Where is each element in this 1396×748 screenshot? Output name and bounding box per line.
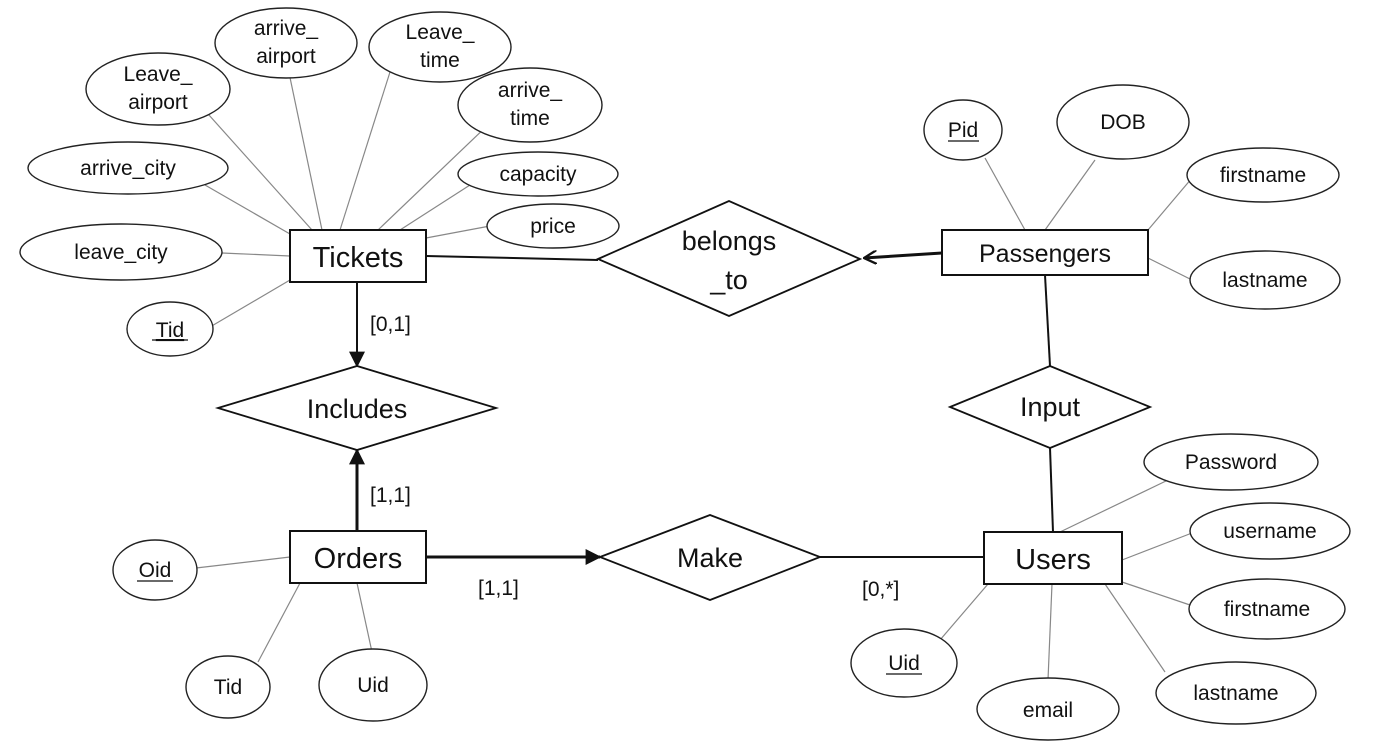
- entity-orders: Orders: [289, 530, 427, 584]
- attribute-arrive-airport-line2: airport: [256, 45, 316, 68]
- attribute-passengers-firstname-label: firstname: [1220, 164, 1306, 187]
- entity-users-label: Users: [1015, 544, 1091, 576]
- attribute-users-username-label: username: [1223, 520, 1316, 543]
- connector-passengers-belongs-to: [864, 253, 943, 258]
- connector-passengers-dob: [1044, 159, 1096, 231]
- attribute-leave-city: leave_city: [19, 223, 223, 281]
- entity-passengers-label: Passengers: [979, 240, 1111, 268]
- attribute-orders-oid: Oid: [112, 539, 198, 601]
- attribute-orders-uid: Uid: [318, 648, 428, 722]
- connector-passengers-lastname: [1147, 257, 1193, 281]
- attribute-leave-time: Leave_ time: [368, 11, 512, 83]
- relationship-input: Input: [947, 365, 1153, 449]
- attribute-orders-tid-label: Tid: [214, 676, 242, 699]
- attribute-users-email: email: [976, 677, 1120, 741]
- connector-tickets-leave-time: [339, 71, 391, 231]
- attribute-passengers-dob: DOB: [1056, 84, 1190, 160]
- cardinality-orders-includes: [1,1]: [370, 484, 411, 507]
- connector-tickets-arrive-time: [377, 122, 491, 231]
- connector-users-firstname: [1121, 581, 1191, 606]
- attribute-price-label: price: [530, 215, 576, 238]
- attribute-users-username: username: [1189, 502, 1351, 560]
- connector-users-uid: [939, 583, 989, 641]
- entity-tickets: Tickets: [289, 229, 427, 283]
- connector-users-username: [1121, 532, 1193, 561]
- connector-passengers-firstname: [1147, 177, 1193, 231]
- connector-input-users: [1049, 447, 1054, 533]
- attribute-tickets-tid: Tid: [126, 301, 214, 357]
- attribute-capacity: capacity: [457, 151, 619, 197]
- attribute-users-uid: Uid: [850, 628, 958, 698]
- relationship-make-label: Make: [677, 543, 743, 573]
- attribute-users-email-label: email: [1023, 699, 1073, 722]
- relationship-belongs-to-line2: _to: [709, 265, 748, 295]
- attribute-arrive-city-label: arrive_city: [80, 157, 176, 180]
- attribute-leave-time-line2: time: [420, 49, 460, 72]
- connector-tickets-tid: [209, 279, 291, 328]
- attribute-arrive-city: arrive_city: [27, 141, 229, 195]
- connector-tickets-arrive-airport: [287, 67, 323, 231]
- relationship-input-label: Input: [1020, 392, 1081, 422]
- attribute-leave-time-line1: Leave_: [406, 21, 475, 44]
- attribute-arrive-airport-line1: arrive_: [254, 17, 319, 40]
- connector-tickets-capacity: [399, 184, 471, 231]
- cardinality-tickets-includes: [0,1]: [370, 313, 411, 336]
- attribute-passengers-pid: Pid: [923, 99, 1003, 161]
- entity-passengers: Passengers: [941, 229, 1149, 276]
- attribute-capacity-label: capacity: [499, 163, 577, 186]
- attribute-orders-tid: Tid: [185, 655, 271, 719]
- relationship-belongs-to-line1: belongs: [682, 226, 777, 256]
- relationship-connectors: [349, 253, 1054, 565]
- connector-passengers-input: [1044, 274, 1051, 367]
- attribute-users-password-label: Password: [1185, 451, 1277, 474]
- attribute-leave-airport: Leave_ airport: [85, 52, 231, 126]
- relationship-includes: Includes: [214, 365, 500, 451]
- attribute-arrive-time: arrive_ time: [457, 67, 603, 143]
- connector-passengers-pid: [984, 157, 1026, 231]
- relationship-belongs-to: belongs _to: [595, 200, 863, 317]
- attribute-users-password: Password: [1143, 433, 1319, 491]
- attribute-users-lastname-label: lastname: [1193, 682, 1278, 705]
- relationship-includes-label: Includes: [307, 394, 408, 424]
- attribute-users-firstname-label: firstname: [1224, 598, 1310, 621]
- connector-users-password: [1059, 479, 1169, 533]
- connector-tickets-leave-city: [221, 252, 291, 257]
- cardinality-users-make: [0,*]: [862, 578, 899, 601]
- connector-tickets-leave-airport: [199, 104, 313, 231]
- attribute-arrive-airport: arrive_ airport: [214, 7, 358, 79]
- connector-orders-oid: [195, 556, 291, 569]
- attribute-arrive-time-line1: arrive_: [498, 79, 563, 102]
- attribute-users-firstname: firstname: [1188, 578, 1346, 640]
- attribute-arrive-time-line2: time: [510, 107, 550, 130]
- attribute-passengers-lastname: lastname: [1189, 250, 1341, 310]
- attribute-leave-city-label: leave_city: [74, 241, 168, 264]
- attribute-passengers-firstname: firstname: [1186, 147, 1340, 203]
- connector-orders-uid: [356, 582, 373, 653]
- attribute-leave-airport-line2: airport: [128, 91, 188, 114]
- attribute-connectors: [195, 67, 1193, 681]
- attribute-passengers-lastname-label: lastname: [1222, 269, 1307, 292]
- attribute-leave-airport-line1: Leave_: [124, 63, 193, 86]
- attribute-price: price: [486, 203, 620, 249]
- connector-tickets-belongs-to: [425, 255, 599, 261]
- connector-users-lastname: [1104, 583, 1166, 673]
- connector-tickets-price: [425, 225, 491, 239]
- attribute-users-uid-label: Uid: [888, 652, 920, 675]
- relationship-make: Make: [597, 514, 823, 601]
- attribute-orders-oid-label: Oid: [139, 559, 172, 582]
- connector-orders-tid: [257, 582, 301, 663]
- connector-tickets-arrive-city: [204, 184, 291, 235]
- attribute-passengers-dob-label: DOB: [1100, 111, 1146, 134]
- connector-users-email: [1047, 583, 1053, 681]
- attribute-passengers-pid-label: Pid: [948, 119, 978, 142]
- entity-tickets-label: Tickets: [313, 242, 404, 274]
- entity-users: Users: [983, 531, 1123, 585]
- attribute-tickets-tid-label: Tid: [156, 319, 184, 342]
- cardinality-orders-make: [1,1]: [478, 577, 519, 600]
- attribute-orders-uid-label: Uid: [357, 674, 389, 697]
- attribute-users-lastname: lastname: [1155, 661, 1317, 725]
- entity-orders-label: Orders: [314, 543, 403, 575]
